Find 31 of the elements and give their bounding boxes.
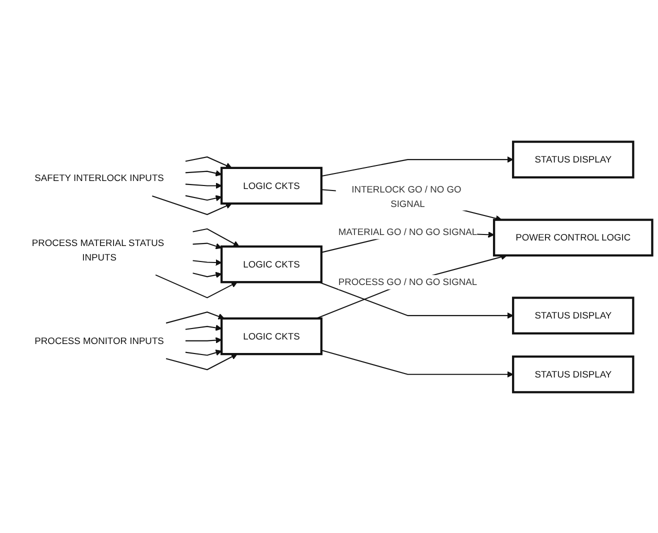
arrow xyxy=(166,353,238,370)
edge-label: PROCESS GO / NO GO SIGNAL xyxy=(338,276,478,287)
arrow xyxy=(152,194,232,215)
node-box: LOGIC CKTS xyxy=(220,166,322,204)
node-text: SAFETY INTERLOCK INPUTS xyxy=(34,172,164,183)
edge-label: MATERIAL GO / NO GO SIGNAL xyxy=(338,226,478,237)
arrow xyxy=(321,156,514,176)
node-box: LOGIC CKTS xyxy=(220,244,322,283)
arrow xyxy=(185,349,222,356)
node-text: PROCESS MONITOR INPUTS xyxy=(34,334,164,346)
node-box: POWER CONTROL LOGIC xyxy=(492,218,654,256)
arrow xyxy=(192,271,222,278)
arrow xyxy=(155,274,238,298)
arrow xyxy=(192,228,240,246)
edge-label: INTERLOCK GO / NO GO SIGNAL xyxy=(352,183,462,208)
arrow xyxy=(318,281,514,318)
node-text: PROCESS MATERIAL STATUS INPUTS xyxy=(32,237,164,262)
node-box: LOGIC CKTS xyxy=(220,316,322,355)
arrow xyxy=(185,170,222,176)
arrow xyxy=(185,336,222,343)
arrow xyxy=(192,242,222,249)
node-box: STATUS DISPLAY xyxy=(512,355,634,393)
arrow xyxy=(185,194,222,201)
arrow xyxy=(185,182,222,188)
arrow xyxy=(192,258,222,266)
arrow xyxy=(185,156,232,168)
arrow xyxy=(185,324,222,330)
node-box: STATUS DISPLAY xyxy=(512,296,634,334)
arrow xyxy=(321,349,514,378)
arrow xyxy=(166,311,224,324)
node-box: STATUS DISPLAY xyxy=(512,140,634,178)
